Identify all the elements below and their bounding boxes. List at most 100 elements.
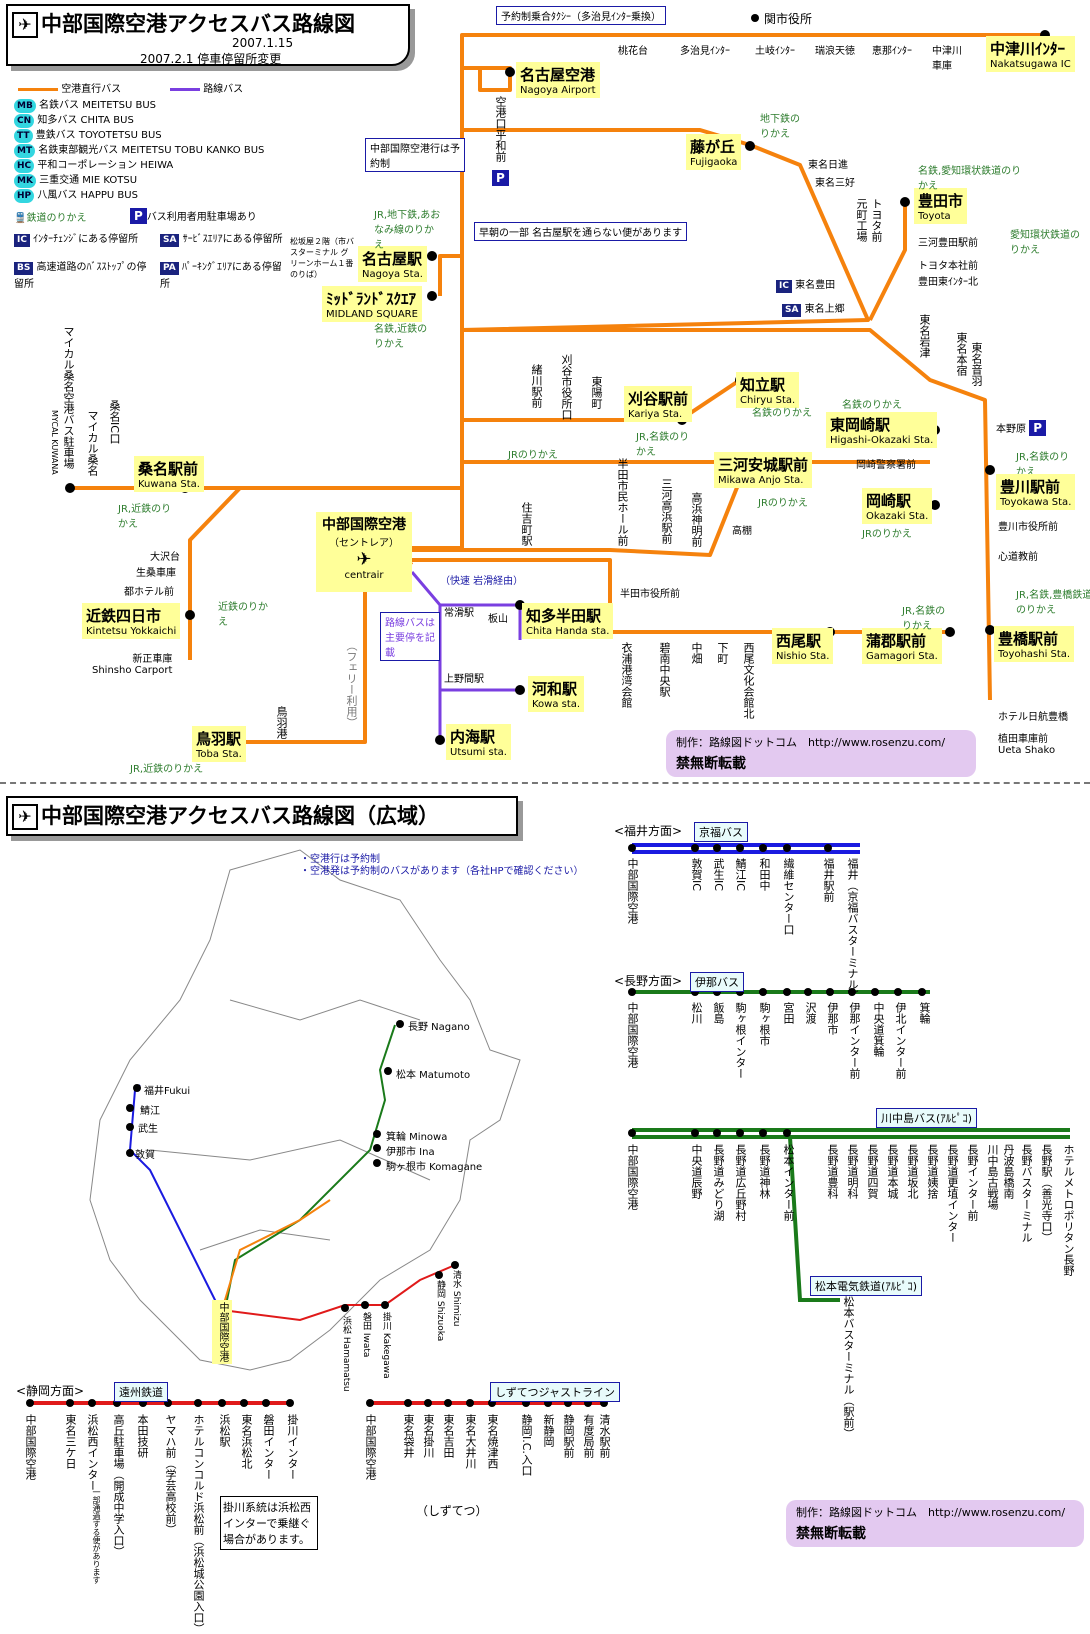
update-date-1: 2007.1.15 xyxy=(232,36,294,50)
note-matsuzakaya: 松坂屋２階（市バスターミナル グリーンホーム１番のりば） xyxy=(290,237,354,279)
wide-fukui-line xyxy=(128,1084,221,1311)
fukui-dir: <福井方面> xyxy=(614,824,683,838)
wide-nagano-line xyxy=(224,1024,396,1311)
station-kuko-heiwa: 空港口平和前 xyxy=(494,96,507,162)
note-early: 早朝の一部 名古屋駅を通らない便があります xyxy=(474,222,688,241)
wide-bus-orange xyxy=(221,1199,331,1311)
stop-kowa xyxy=(515,685,525,695)
stop-toyota xyxy=(900,197,910,207)
station-momodai: 桃花台 xyxy=(618,46,648,57)
enshu-note: 掛川系統は浜松西インターで乗継ぐ場合があります。 xyxy=(220,1496,318,1550)
transfer-higashi-okazaki: 名鉄のりかえ xyxy=(842,400,902,411)
legend-op-mb: MB 名鉄バス MEITETSU BUS xyxy=(14,96,156,113)
station-kani: 関市役所 xyxy=(764,12,813,26)
station-mycal-kuko: マイカル桑名空港バス駐車場 xyxy=(62,326,75,469)
airplane-icon: ✈ xyxy=(356,549,372,570)
station-nakatsugawa-garage: 中津川車庫 xyxy=(932,46,962,72)
matsumoto-dentetsu-line xyxy=(788,1136,840,1302)
transfer-aichi-kanjo: 愛知環状鉄道のりかえ xyxy=(1010,230,1080,256)
enshu-operator: 遠州鉄道 xyxy=(114,1382,168,1402)
transfer-mikawa-anjo: JRのりかえ xyxy=(758,498,808,509)
stop-nagoya xyxy=(427,251,437,261)
note-route-bus: 路線バスは主要停を記載 xyxy=(380,612,440,661)
map-shizuoka: 静岡 Shizuoka xyxy=(435,1280,445,1342)
section-divider xyxy=(0,782,1090,784)
transfer-toba: JR,近鉄のりかえ xyxy=(130,764,204,775)
station-tomei-nisshin: 東名日進 xyxy=(808,160,848,171)
station-sumiyoshi: 住吉町駅 xyxy=(520,502,533,546)
station-ogawa: 緒川駅前 xyxy=(530,364,543,408)
parking-kuko-heiwa: P xyxy=(492,170,509,186)
station-handa-shiyakusho: 半田市役所前 xyxy=(620,589,680,600)
map-nagano: 長野 Nagano xyxy=(408,1022,470,1033)
stop-toyokawa xyxy=(985,465,995,475)
station-mikawa-takahama: 三河高浜駅前 xyxy=(660,478,673,544)
map-iwata: 磐田 Iwata xyxy=(361,1312,371,1358)
credit-top: 制作：路線図ドットコム http://www.rosenzu.com/禁無断転載 xyxy=(666,730,976,777)
station-mizunami: 瑞浪天徳 xyxy=(815,46,855,57)
transfer-gamagori: JR,名鉄のりかえ xyxy=(902,606,946,632)
legend-op-hc: HC 平和コーポレーション HEIWA xyxy=(14,156,173,173)
note-reservation-taxi: 予約制乗合ﾀｸｼｰ（多治見ｲﾝﾀｰ乗換） xyxy=(496,6,666,25)
stop-fujigaoka xyxy=(745,141,755,151)
station-tomei-toyota: IC 東名豊田 xyxy=(776,276,835,293)
wide-shizuoka-line xyxy=(221,1264,456,1322)
transfer-kariya: JR,名鉄のりかえ xyxy=(636,432,690,458)
station-kariya-shiyakusho: 刈谷市役所口 xyxy=(560,354,573,420)
station-takahama-shinmei: 高浜神明前 xyxy=(690,492,703,547)
matsumoto-bt: 松本バスターミナル（駅前） xyxy=(842,1296,855,1439)
stop-midland xyxy=(427,291,437,301)
transfer-nagoya: JR,地下鉄,あおなみ線のりかえ xyxy=(374,210,441,251)
transfer-toyota: 名鉄,愛知環状鉄道のりかえ xyxy=(918,166,1022,192)
nagano-operator: 伊那バス xyxy=(690,972,744,992)
station-takatana: 高棚 xyxy=(732,526,752,537)
station-handa-shimin: 半田市民ホール前 xyxy=(616,458,629,546)
wide-note-1: ・空港行は予約制 xyxy=(300,854,380,865)
map-minowa: 箕輪 Minowa xyxy=(386,1132,448,1143)
station-hotel-nikko: ホテル日航豊橋 xyxy=(998,712,1068,723)
station-osawa: 大沢台 xyxy=(150,552,180,563)
main-title-box xyxy=(6,4,410,66)
shizuoka-dir: <静岡方面> xyxy=(16,1384,85,1398)
station-hekinan-chuo: 碧南中央駅 xyxy=(658,642,671,697)
station-kamino: 上野間駅 xyxy=(444,674,484,685)
stop-utsumi xyxy=(435,735,445,745)
airplane-icon: ✈ xyxy=(12,12,38,38)
wide-note-2: ・空港発は予約制のバスがあります（各社HPで確認ください） xyxy=(300,866,584,877)
map-kakegawa: 掛川 Kakegawa xyxy=(381,1312,391,1379)
line-nagoya xyxy=(438,254,462,296)
station-ikuwa: 生桑車庫 xyxy=(136,568,176,579)
update-date-2: 2007.2.1 停車停留所変更 xyxy=(140,52,282,66)
map-komagane: 駒ヶ根市 Komagane xyxy=(386,1162,483,1173)
line-handa xyxy=(412,479,742,557)
legend-pa: PA ﾊﾟｰｷﾝｸﾞｴﾘｱにある停留所 xyxy=(160,262,282,290)
legend-route-bus: 路線バス xyxy=(170,80,243,95)
airplane-icon: ✈ xyxy=(12,804,38,830)
legend-op-mk: MK 三重交通 MIE KOTSU xyxy=(14,171,137,188)
legend-op-mt: MT 名鉄東部観光バス MEITETSU TOBU KANKO BUS xyxy=(14,141,264,158)
map-hamamatsu: 浜松 Hamamatsu xyxy=(341,1316,351,1392)
transfer-toyokawa: JR,名鉄のりかえ xyxy=(1016,452,1070,478)
station-mikawa-toyota: 三河豊田駅前 xyxy=(918,238,978,249)
station-nishio-bunka: 西尾文化会館北 xyxy=(742,642,755,719)
legend-op-cn: CN 知多バス CHITA BUS xyxy=(14,111,134,128)
legend-rail-transfer: 🚆鉄道のりかえ xyxy=(14,213,87,224)
legend-op-hp: HP 八風バス HAPPU BUS xyxy=(14,186,138,203)
transfer-chiryu: 名鉄のりかえ xyxy=(752,408,812,419)
line-tokoname xyxy=(410,571,522,640)
note-reservation: 中部国際空港行は予約制 xyxy=(365,138,465,172)
